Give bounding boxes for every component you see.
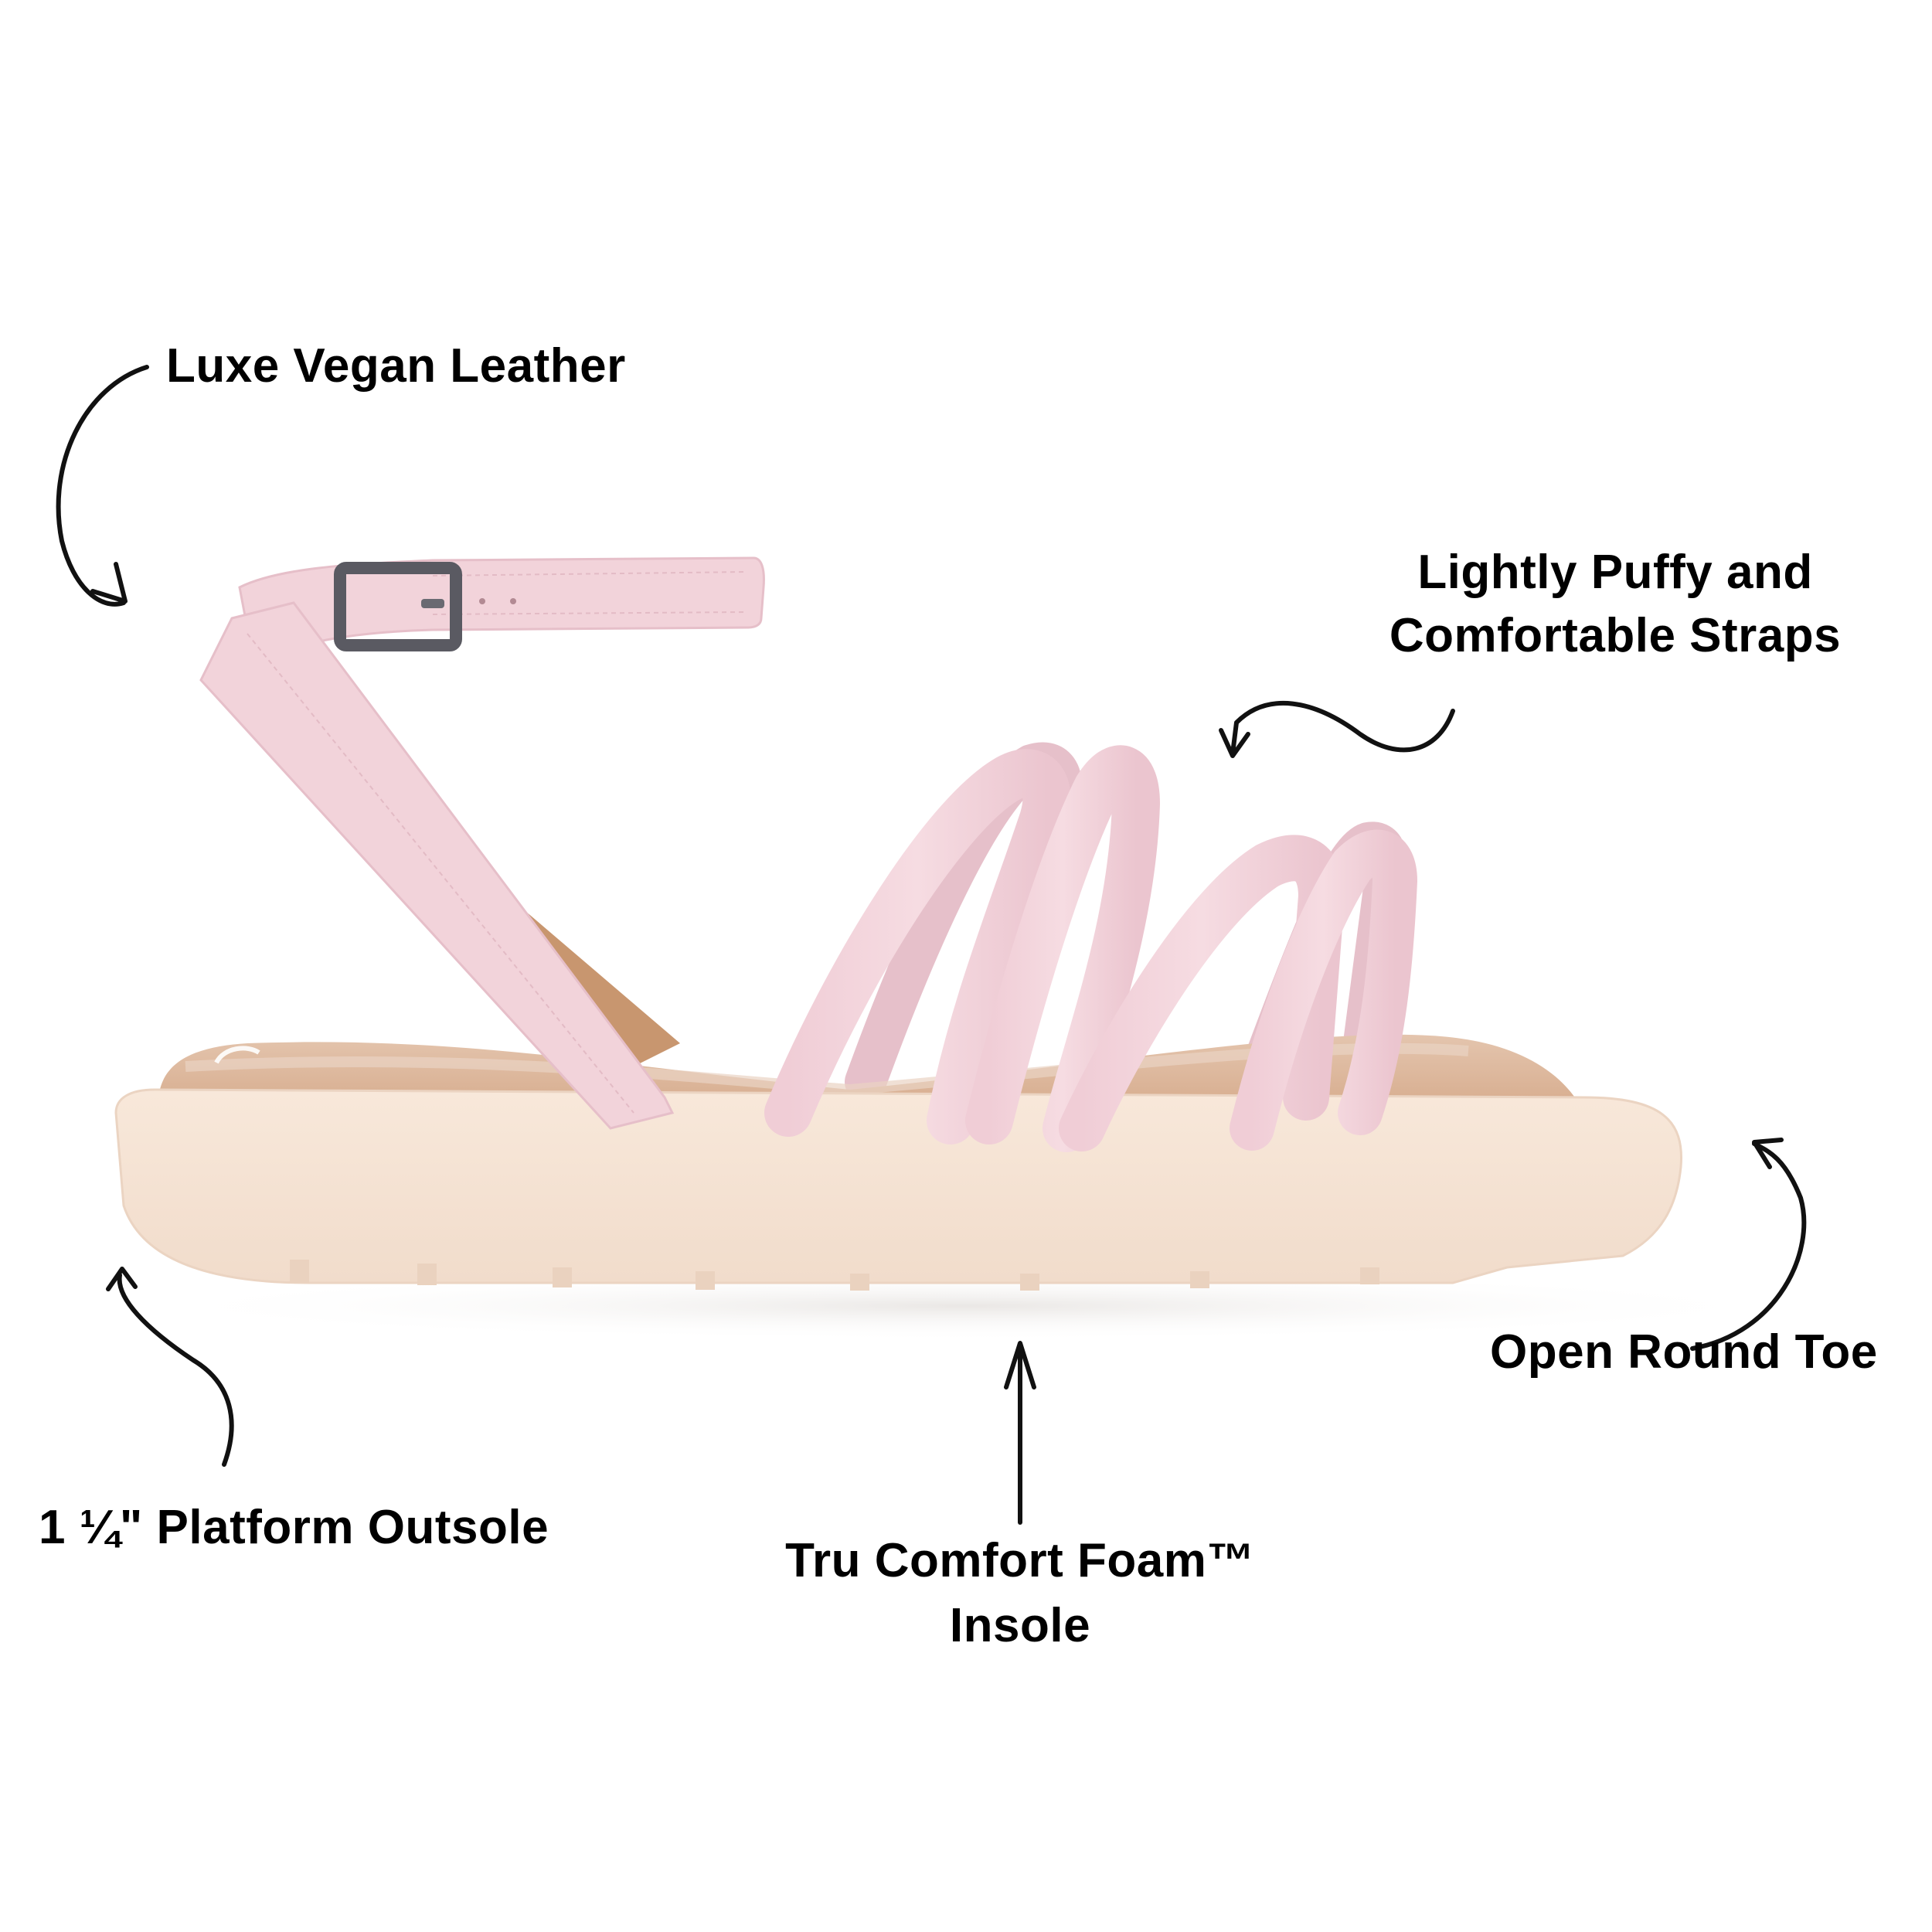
arrow-leather-icon (56, 365, 149, 607)
callout-straps-line1: Lightly Puffy and (1417, 546, 1813, 599)
arrow-straps-icon (1219, 700, 1455, 758)
puffy-strap-2 (965, 745, 1161, 1152)
callout-straps-line2: Comfortable Straps (1389, 609, 1842, 662)
callout-insole-line2: Insole (949, 1599, 1091, 1652)
arrow-insole-icon (1004, 1341, 1036, 1525)
callout-leather: Luxe Vegan Leather (166, 339, 626, 393)
callout-straps: Lightly Puffy and Comfortable Straps (1368, 541, 1862, 668)
quarter-strap (199, 601, 675, 1130)
tread-lugs (290, 1260, 1379, 1291)
callout-toe: Open Round Toe (1490, 1325, 1878, 1379)
puffy-strap-1 (764, 749, 1071, 1145)
callout-outsole: 1 ¼" Platform Outsole (39, 1501, 549, 1554)
buckle-icon (334, 562, 462, 651)
insole-logo-icon (214, 1046, 260, 1064)
arrow-toe-icon (1690, 1138, 1807, 1351)
puffy-strap-4 (1230, 829, 1418, 1151)
ground-shadow (131, 1271, 1801, 1341)
arrow-outsole-icon (106, 1267, 234, 1467)
callout-insole: Tru Comfort Foam™ Insole (765, 1529, 1275, 1658)
puffy-strap-3 (1059, 835, 1345, 1151)
callout-insole-line1: Tru Comfort Foam™ (785, 1534, 1255, 1587)
